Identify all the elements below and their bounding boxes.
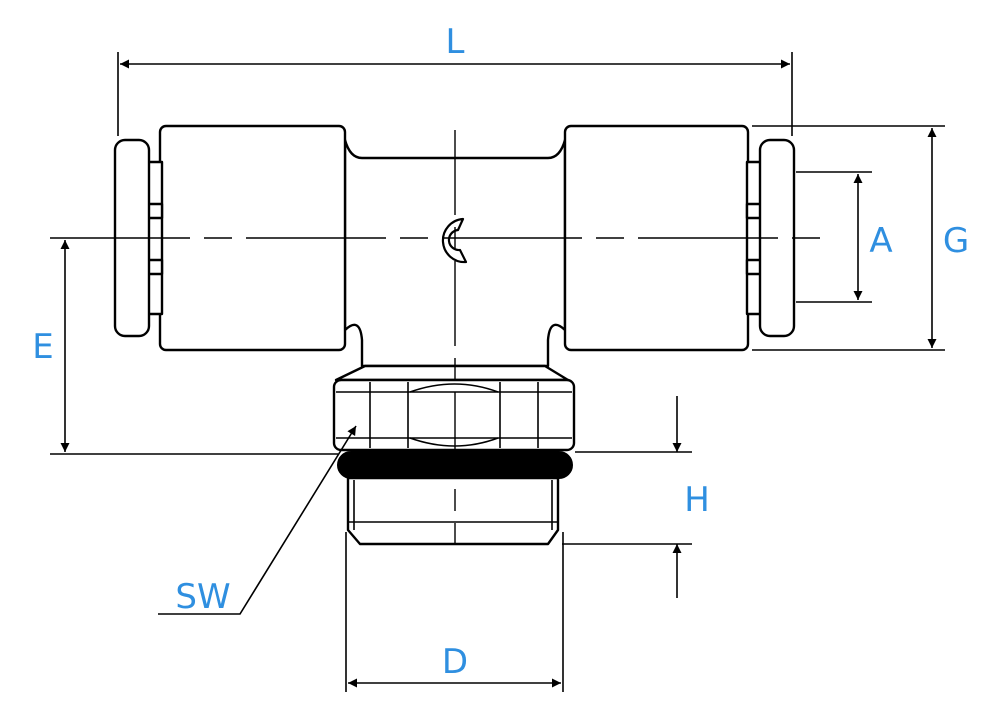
center-lines bbox=[50, 130, 820, 545]
threaded-stem bbox=[346, 476, 560, 546]
label-H: H bbox=[684, 480, 710, 520]
hex-nut bbox=[332, 364, 576, 452]
label-E: E bbox=[32, 327, 53, 367]
label-SW: SW bbox=[175, 577, 230, 617]
label-L: L bbox=[446, 22, 465, 62]
c-mark-symbol bbox=[441, 217, 468, 264]
dimension-labels: L A G E H D SW bbox=[32, 22, 969, 682]
dimension-lines bbox=[50, 52, 945, 692]
label-G: G bbox=[943, 221, 969, 261]
label-A: A bbox=[869, 221, 892, 261]
label-D: D bbox=[442, 642, 468, 682]
